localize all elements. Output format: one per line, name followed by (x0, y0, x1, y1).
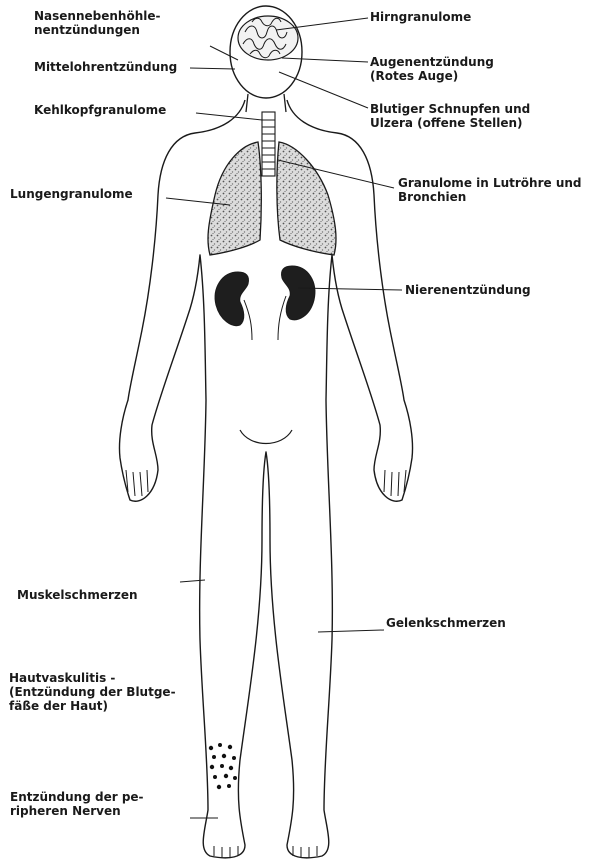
label-otitis: Mittelohrentzündung (34, 60, 177, 74)
left-lung (208, 142, 261, 255)
label-sinusitis-line: Nasennebenhöhle- (34, 9, 160, 23)
label-kidney: Nierenentzündung (405, 283, 531, 297)
label-nose: Blutiger Schnupfen und Ulzera (offene St… (370, 102, 530, 130)
label-eye-line: (Rotes Auge) (370, 69, 494, 83)
ureters (244, 296, 286, 340)
label-trachea-line: Bronchien (398, 190, 582, 204)
label-eye-line: Augenentzündung (370, 55, 494, 69)
brain (238, 16, 298, 60)
label-muscle-line: Muskelschmerzen (17, 588, 138, 602)
label-nose-line: Ulzera (offene Stellen) (370, 116, 530, 130)
label-brain: Hirngranulome (370, 10, 471, 24)
right-kidney (281, 266, 314, 320)
label-skin-line: fäße der Haut) (9, 699, 176, 713)
label-joints-line: Gelenkschmerzen (386, 616, 506, 630)
label-sinusitis-line: nentzündungen (34, 23, 160, 37)
right-hand-fingers (384, 470, 406, 496)
label-trachea: Granulome in Lutröhre und Bronchien (398, 176, 582, 204)
skin-lesion-dots (209, 743, 237, 789)
right-lung (277, 142, 336, 255)
trachea (262, 112, 275, 176)
label-otitis-line: Mittelohrentzündung (34, 60, 177, 74)
label-nerves-line: Entzündung der pe- (10, 790, 144, 804)
label-kidney-line: Nierenentzündung (405, 283, 531, 297)
label-lung-line: Lungengranulome (10, 187, 133, 201)
label-lung: Lungengranulome (10, 187, 133, 201)
label-nose-line: Blutiger Schnupfen und (370, 102, 530, 116)
label-sinusitis: Nasennebenhöhle- nentzündungen (34, 9, 160, 37)
label-nerves: Entzündung der pe- ripheren Nerven (10, 790, 144, 818)
label-trachea-line: Granulome in Lutröhre und (398, 176, 582, 190)
label-muscle: Muskelschmerzen (17, 588, 138, 602)
label-nerves-line: ripheren Nerven (10, 804, 144, 818)
label-larynx: Kehlkopfgranulome (34, 103, 166, 117)
body-outline (119, 100, 412, 858)
left-kidney (215, 272, 248, 326)
label-skin-line: Hautvaskulitis - (9, 671, 176, 685)
left-hand-fingers (126, 470, 148, 496)
label-brain-line: Hirngranulome (370, 10, 471, 24)
label-eye: Augenentzündung (Rotes Auge) (370, 55, 494, 83)
label-skin-line: (Entzündung der Blutge- (9, 685, 176, 699)
label-joints: Gelenkschmerzen (386, 616, 506, 630)
label-skin: Hautvaskulitis - (Entzündung der Blutge-… (9, 671, 176, 713)
hip-line (240, 430, 292, 444)
label-larynx-line: Kehlkopfgranulome (34, 103, 166, 117)
